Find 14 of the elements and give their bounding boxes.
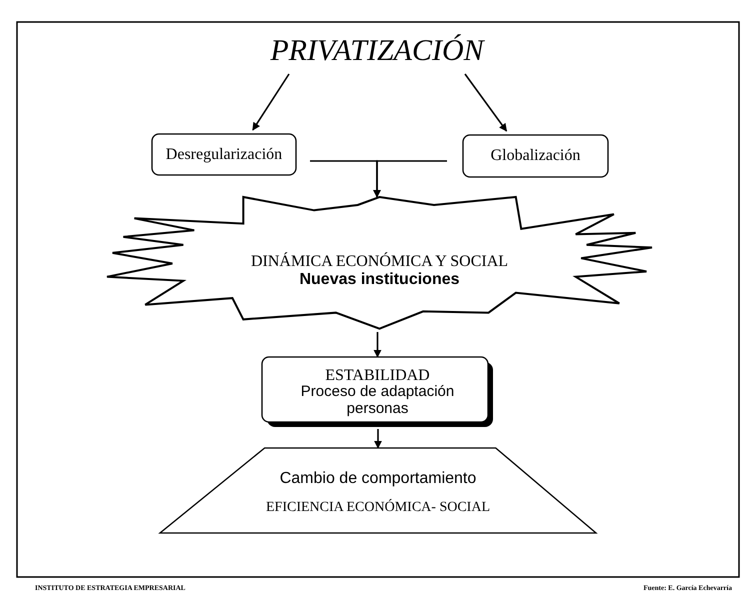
node-heading: Cambio de comportamiento bbox=[280, 470, 476, 488]
arrow bbox=[374, 429, 382, 449]
arrow bbox=[373, 160, 447, 198]
node-heading: Desregularización bbox=[166, 146, 282, 164]
node-text: Proceso de adaptación personas bbox=[300, 384, 456, 418]
node-text: Nuevas instituciones bbox=[299, 270, 460, 288]
arrow bbox=[252, 74, 290, 131]
node-heading: Globalización bbox=[490, 147, 580, 165]
arrow bbox=[464, 74, 508, 132]
node-text: EFICIENCIA ECONÓMICA- SOCIAL bbox=[266, 500, 490, 515]
title-text: PRIVATIZACIÓN bbox=[270, 34, 484, 66]
arrow bbox=[374, 332, 382, 358]
node-heading: DINÁMICA ECONÓMICA Y SOCIAL bbox=[250, 252, 508, 270]
node-heading: ESTABILIDAD bbox=[325, 366, 430, 384]
